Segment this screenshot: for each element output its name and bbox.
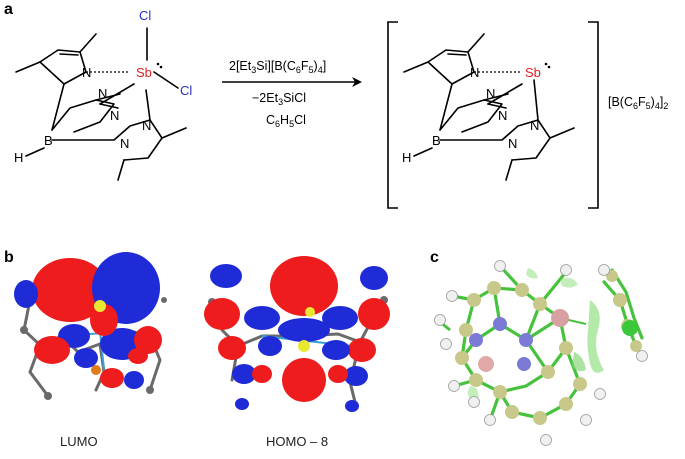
panel-letter-a: a [4,1,13,18]
panel-letter-b: b [4,249,14,266]
atom-n-bot2: N [120,136,129,151]
solvent-text: C6H5Cl [266,113,306,129]
product-n-mid2: N [498,108,507,123]
atom-b: B [44,133,53,148]
product-atom-b: B [432,133,441,148]
bracket-right [588,21,599,209]
product-n-bot: N [530,118,539,133]
nci-plot-render [434,260,648,446]
homo-8-orbital-render [204,256,390,412]
atom-n-top: N [82,65,91,80]
byproduct-text: −2Et3SiCl [252,91,306,107]
reactant-structure: N N N N N B H Sb Cl Cl [14,8,192,181]
product-n-top: N [470,65,479,80]
lumo-label: LUMO [60,434,98,449]
counter-anion: [B(C6F5)4]2 [608,95,668,111]
homo-8-label: HOMO – 8 [266,434,328,449]
bracket-left [387,21,398,209]
reaction-arrow [222,77,362,87]
atom-sb: Sb [136,65,152,80]
product-atom-sb: Sb [525,65,541,80]
atom-cl-top: Cl [139,8,151,23]
product-n-mid: N [486,86,495,101]
product-atom-h: H [402,150,411,165]
atom-n-mid2: N [110,108,119,123]
atom-h: H [14,150,23,165]
atom-n-mid: N [98,86,107,101]
lumo-orbital-render [14,252,167,400]
product-structure: N N N N N B H Sb [402,33,575,181]
atom-cl-right: Cl [180,83,192,98]
product-n-bot2: N [508,136,517,151]
atom-n-bot: N [142,118,151,133]
panel-letter-c: c [430,249,439,266]
reagent-text: 2[Et3Si][B(C6F5)4] [229,59,326,75]
